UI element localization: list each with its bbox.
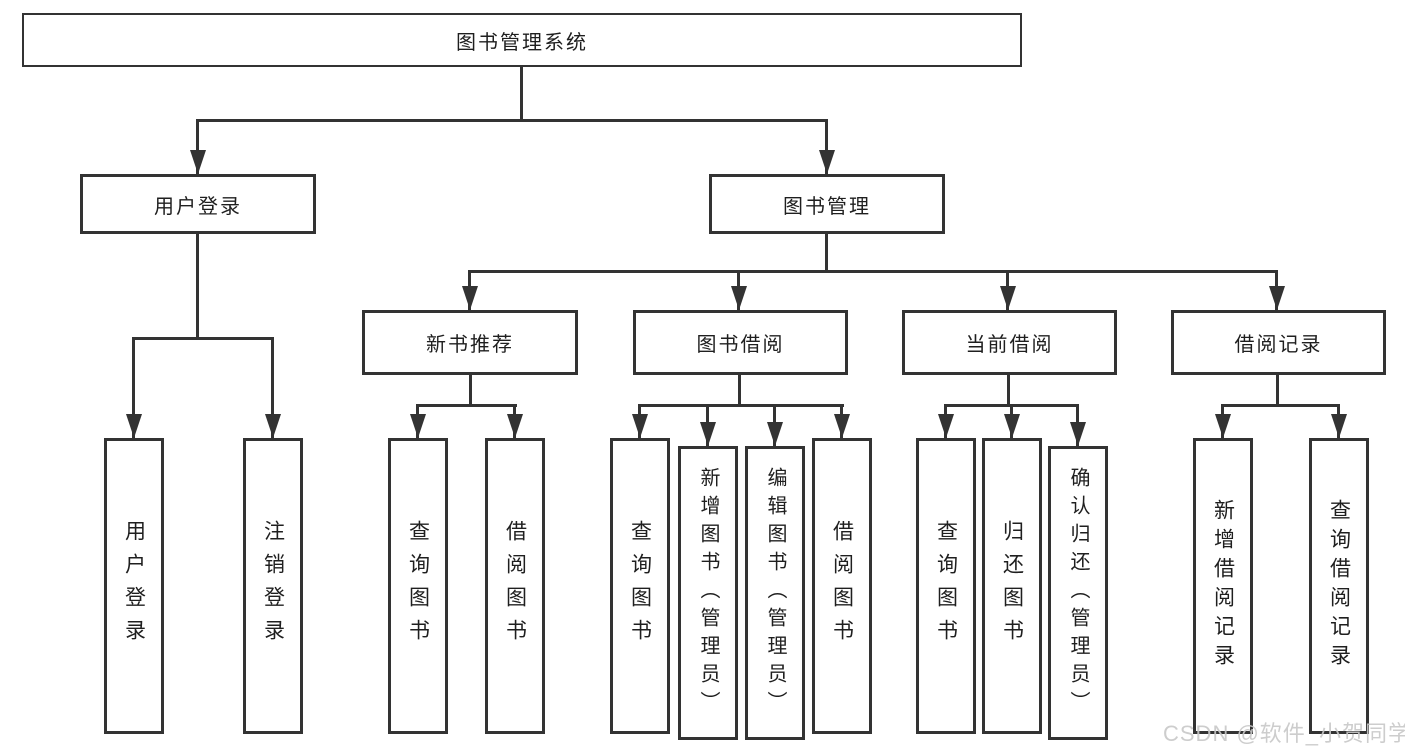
connector-line bbox=[468, 270, 1278, 273]
arrow-down-icon bbox=[1070, 422, 1086, 446]
leaf-cb-return-book: 归还图书 bbox=[982, 438, 1042, 734]
leaf-cb-confirm-return: 确认归还（管理员） bbox=[1048, 446, 1108, 740]
connector-line bbox=[196, 119, 828, 122]
leaf-bb-query-book: 查询图书 bbox=[610, 438, 670, 734]
connector-line bbox=[416, 404, 517, 407]
connector-line bbox=[520, 67, 523, 119]
watermark: CSDN @软件_小贺同学 bbox=[1163, 721, 1405, 746]
arrow-down-icon bbox=[126, 414, 142, 438]
arrow-down-icon bbox=[462, 286, 478, 310]
connector-line bbox=[1276, 375, 1279, 407]
arrow-down-icon bbox=[1269, 286, 1285, 310]
node-new-book-recommend: 新书推荐 bbox=[362, 310, 578, 375]
leaf-cb-query-book: 查询图书 bbox=[916, 438, 976, 734]
arrow-down-icon bbox=[731, 286, 747, 310]
arrow-down-icon bbox=[265, 414, 281, 438]
connector-line bbox=[825, 119, 828, 174]
connector-line bbox=[825, 234, 828, 273]
connector-line bbox=[132, 337, 274, 340]
arrow-down-icon bbox=[700, 422, 716, 446]
arrow-down-icon bbox=[1215, 414, 1231, 438]
leaf-nbr-query-book: 查询图书 bbox=[388, 438, 448, 734]
connector-line bbox=[196, 234, 199, 340]
arrow-down-icon bbox=[767, 422, 783, 446]
arrow-down-icon bbox=[938, 414, 954, 438]
connector-line bbox=[1007, 375, 1010, 407]
node-library-management-system: 图书管理系统 bbox=[22, 13, 1022, 67]
arrow-down-icon bbox=[819, 150, 835, 174]
connector-line bbox=[271, 337, 274, 438]
node-book-management: 图书管理 bbox=[709, 174, 945, 234]
leaf-nbr-borrow-book: 借阅图书 bbox=[485, 438, 545, 734]
arrow-down-icon bbox=[507, 414, 523, 438]
node-book-borrow: 图书借阅 bbox=[633, 310, 848, 375]
arrow-down-icon bbox=[190, 150, 206, 174]
node-borrow-record: 借阅记录 bbox=[1171, 310, 1386, 375]
connector-line bbox=[132, 337, 135, 438]
leaf-bb-edit-book: 编辑图书（管理员） bbox=[745, 446, 805, 740]
leaf-br-add-record: 新增借阅记录 bbox=[1193, 438, 1253, 734]
leaf-br-query-record: 查询借阅记录 bbox=[1309, 438, 1369, 734]
leaf-user-login: 用户登录 bbox=[104, 438, 164, 734]
arrow-down-icon bbox=[834, 414, 850, 438]
connector-line bbox=[1221, 404, 1340, 407]
connector-line bbox=[638, 404, 844, 407]
connector-line bbox=[469, 375, 472, 407]
arrow-down-icon bbox=[1331, 414, 1347, 438]
arrow-down-icon bbox=[410, 414, 426, 438]
node-user-login: 用户登录 bbox=[80, 174, 316, 234]
arrow-down-icon bbox=[1004, 414, 1020, 438]
arrow-down-icon bbox=[632, 414, 648, 438]
connector-line bbox=[196, 119, 199, 174]
arrow-down-icon bbox=[1000, 286, 1016, 310]
connector-line bbox=[738, 375, 741, 407]
leaf-logout-login: 注销登录 bbox=[243, 438, 303, 734]
leaf-bb-add-book: 新增图书（管理员） bbox=[678, 446, 738, 740]
node-current-borrow: 当前借阅 bbox=[902, 310, 1117, 375]
leaf-bb-borrow-book: 借阅图书 bbox=[812, 438, 872, 734]
